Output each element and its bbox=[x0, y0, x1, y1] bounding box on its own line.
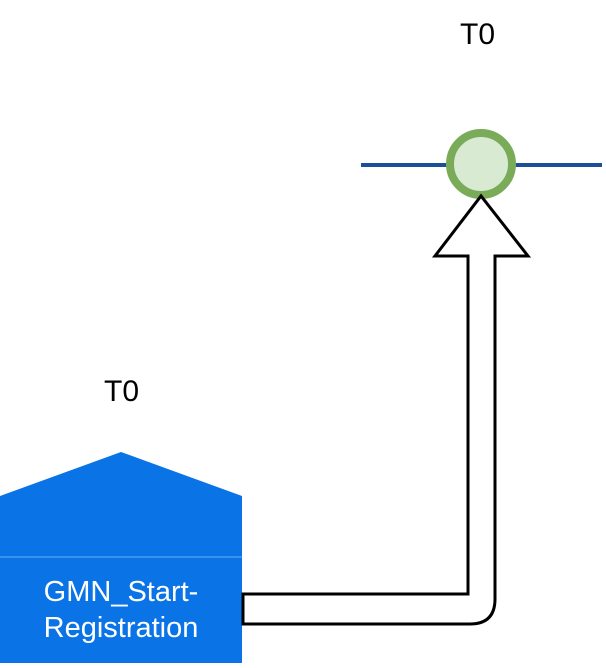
time-label-top: T0 bbox=[460, 18, 496, 51]
node-label-line1: GMN_Start- bbox=[43, 576, 199, 608]
event-marker[interactable] bbox=[446, 129, 516, 199]
connector-arrow[interactable] bbox=[241, 193, 532, 626]
time-label-left: T0 bbox=[104, 375, 140, 408]
node-header[interactable] bbox=[0, 452, 242, 557]
node-body[interactable] bbox=[0, 557, 242, 663]
node-label[interactable]: GMN_Start- Registration bbox=[0, 557, 242, 663]
node-label-line2: Registration bbox=[43, 612, 199, 644]
